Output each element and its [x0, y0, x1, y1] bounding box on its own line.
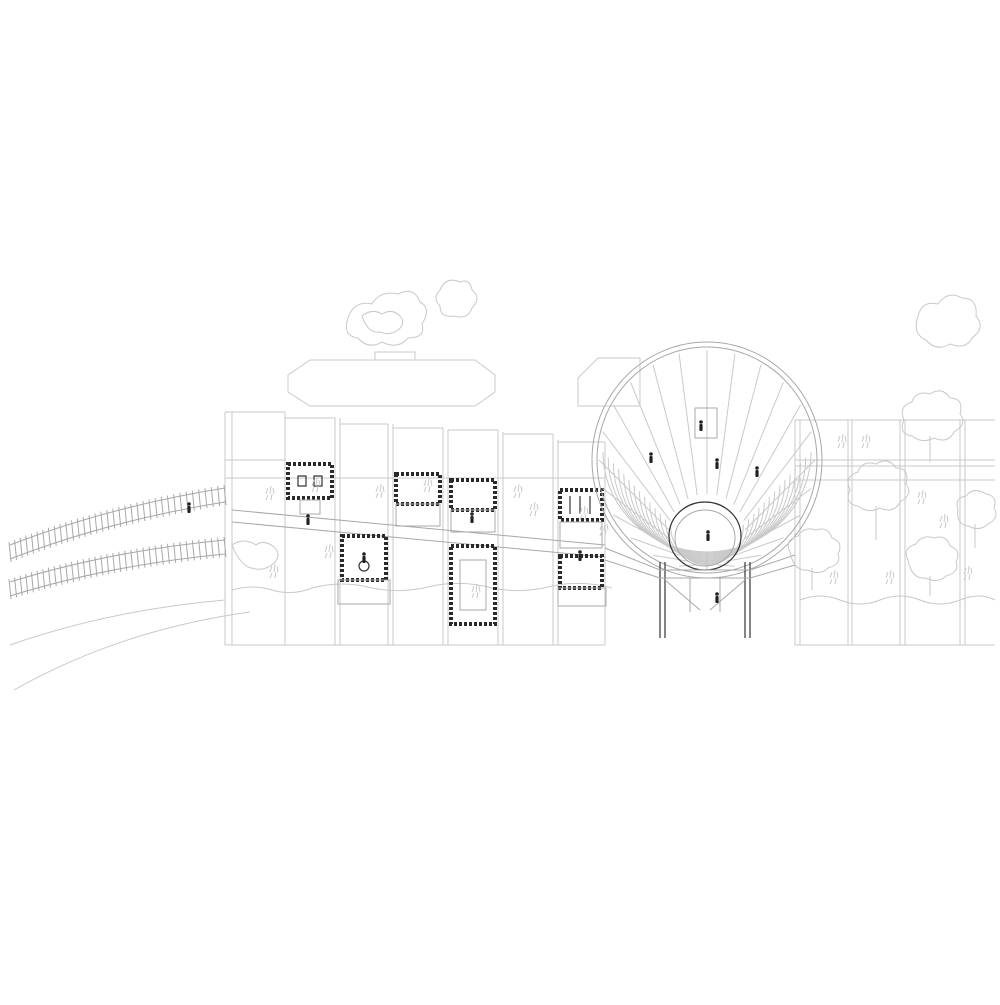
sphere-auditorium	[591, 341, 823, 638]
ground-line	[9, 540, 996, 691]
tree-icon	[787, 528, 841, 590]
cloud-icon	[915, 294, 981, 348]
room-section	[337, 534, 391, 605]
cloud-icon	[435, 279, 478, 318]
tree-icon	[847, 460, 910, 540]
room-section	[394, 472, 442, 527]
room-section	[286, 462, 334, 515]
cloud-icon	[345, 290, 427, 346]
roof-outline	[287, 351, 641, 407]
tree-icon	[956, 490, 997, 548]
room-section	[558, 488, 604, 549]
structural-frame	[224, 411, 995, 646]
room-section	[557, 554, 607, 607]
tree-icon	[905, 536, 959, 596]
walkway	[231, 509, 606, 558]
grass-tuft-icon	[265, 433, 973, 599]
railway-track-icon	[8, 484, 227, 600]
human-figure-icon	[187, 420, 759, 603]
room-section	[449, 478, 497, 533]
tree-icon	[901, 390, 964, 462]
room-section	[449, 544, 497, 626]
